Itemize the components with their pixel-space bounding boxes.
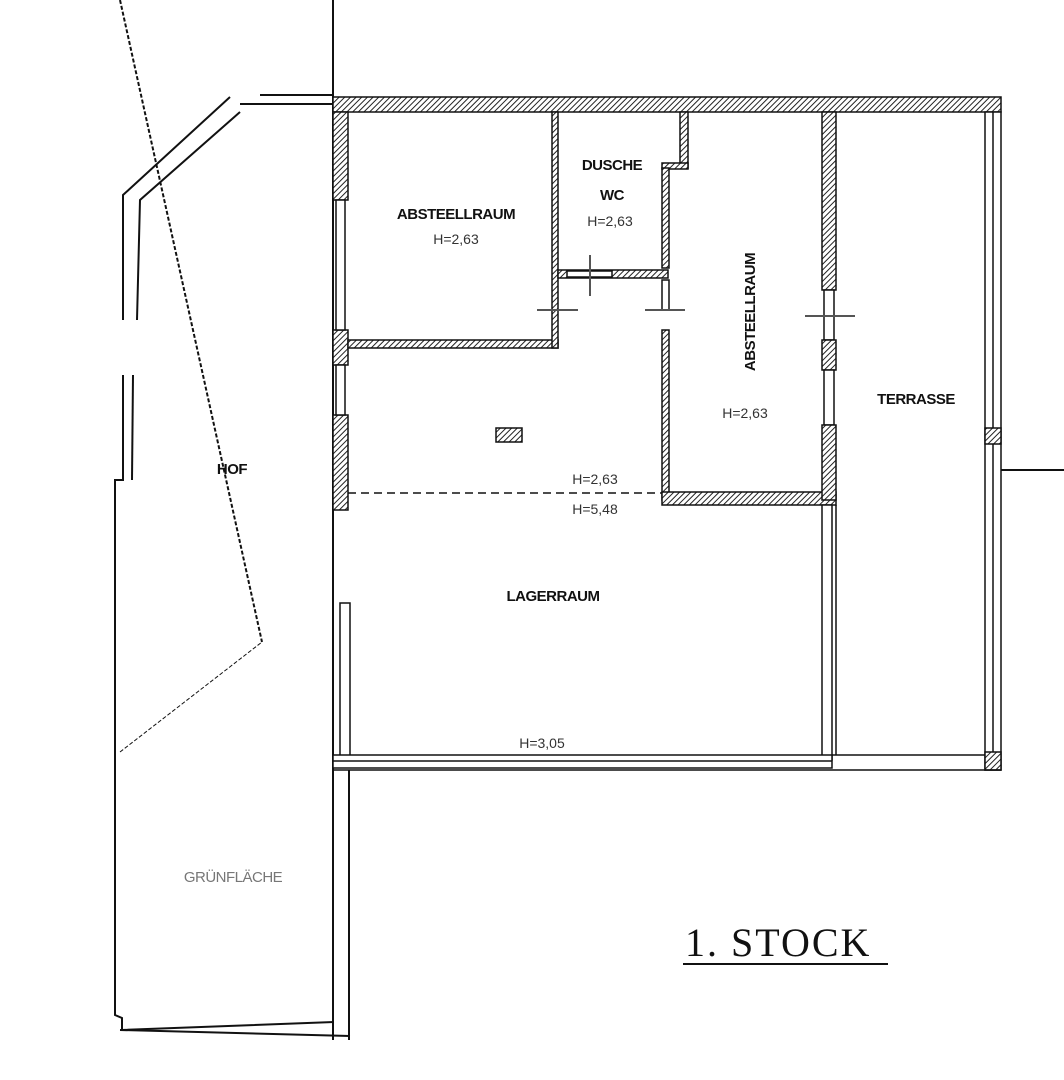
room-height-dusche: H=2,63	[587, 213, 633, 229]
room-height-abstellraum-1: H=2,63	[433, 231, 479, 247]
room-label-dusche: DUSCHE	[582, 157, 643, 174]
room-label-abstellraum-1: ABSTEELLRAUM	[397, 206, 515, 223]
room-label-terrasse: TERRASSE	[877, 391, 955, 408]
room-height-lagerraum-lower: H=5,48	[572, 501, 618, 517]
floor-title: 1. STOCK	[685, 920, 871, 965]
room-label-wc: WC	[600, 187, 625, 204]
room-height-abstellraum-2: H=2,63	[722, 405, 768, 421]
room-label-lagerraum: LAGERRAUM	[507, 588, 600, 605]
area-label-gruenflaeche: GRÜNFLÄCHE	[184, 868, 283, 886]
door-markers	[537, 255, 855, 317]
room-label-abstellraum-2: ABSTEELLRAUM	[742, 253, 759, 371]
room-label-hof: HOF	[217, 461, 248, 478]
room-height-lagerraum-upper: H=2,63	[572, 471, 618, 487]
room-height-lagerraum-bottom: H=3,05	[519, 735, 565, 751]
site-lines	[114, 0, 1064, 1040]
walls	[332, 96, 1002, 771]
